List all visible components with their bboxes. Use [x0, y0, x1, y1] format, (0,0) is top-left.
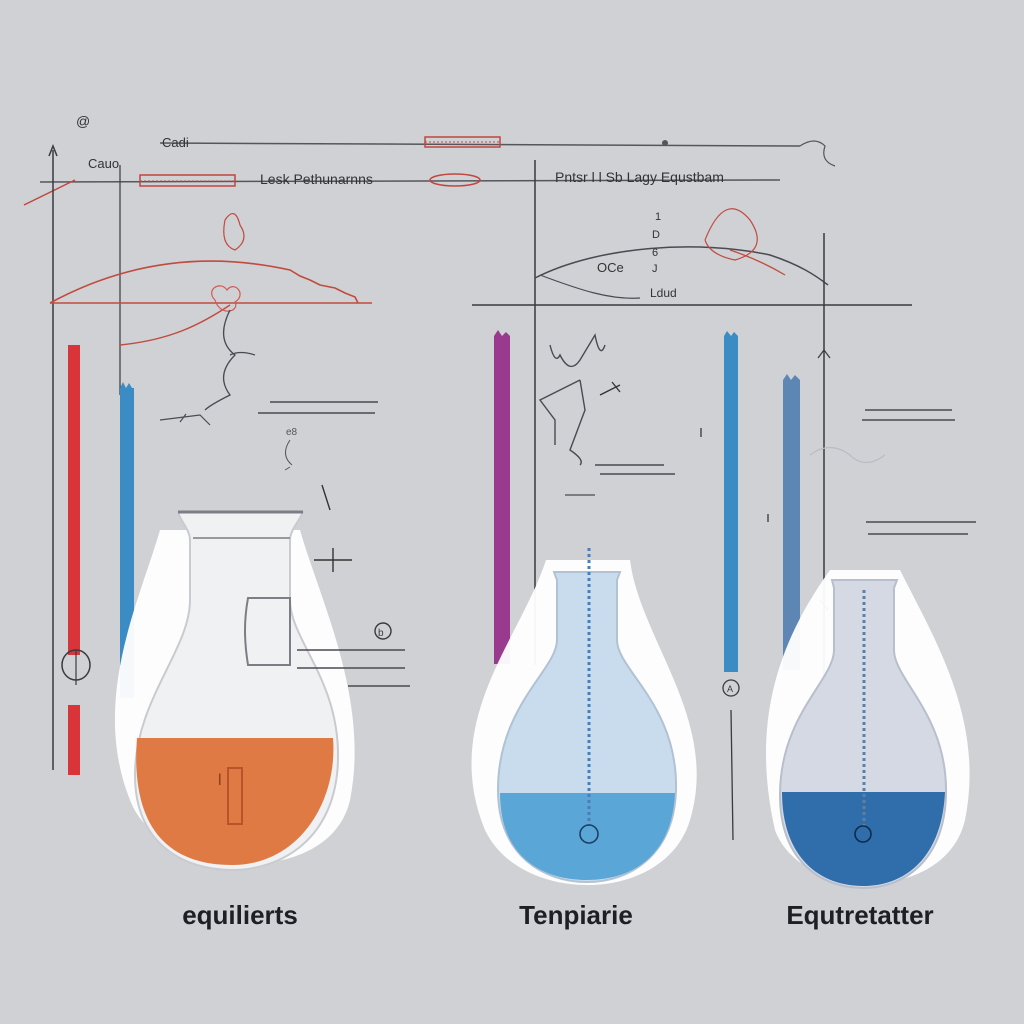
- left-curve: [49, 260, 359, 304]
- caption-middle: Tenpiarie: [519, 900, 633, 930]
- left-tubes: [61, 345, 134, 775]
- flask-light-blue: [471, 548, 697, 886]
- middle-graph: OCe Ldud 1 D 6 J: [472, 160, 912, 665]
- mid-ldud-label: Ldud: [650, 286, 677, 300]
- flask-mark-label: l: [218, 772, 222, 789]
- orange-liquid: [136, 738, 334, 865]
- svg-text:e8: e8: [286, 427, 298, 438]
- top-left-label-a: Cadi: [162, 135, 189, 150]
- svg-text:b: b: [378, 628, 384, 639]
- dark-blue-liquid: [782, 792, 945, 886]
- header-rulers: [23, 136, 836, 206]
- caption-right: Equtretatter: [786, 900, 934, 930]
- flask-dark-blue: [766, 570, 970, 890]
- svg-text:J: J: [652, 263, 658, 275]
- header-left-label: Lesk Pethunarnns: [260, 171, 373, 187]
- red-tube-lower: [68, 705, 80, 775]
- steel-tube: [783, 380, 800, 670]
- caption-left: equilierts: [182, 900, 298, 930]
- svg-text:D: D: [652, 229, 660, 241]
- svg-text:@: @: [76, 113, 90, 129]
- purple-tube: [494, 336, 510, 664]
- light-blue-liquid: [500, 793, 675, 880]
- middle-tubes: A: [494, 330, 740, 841]
- mid-oce-label: OCe: [597, 260, 624, 275]
- right-tubes: [783, 374, 800, 670]
- red-tube-upper: [68, 345, 80, 655]
- top-left-label-b: Cauo: [88, 156, 119, 171]
- flask-orange: l: [114, 510, 355, 872]
- svg-text:6: 6: [652, 247, 658, 259]
- blue-tube-left: [120, 388, 134, 698]
- left-graph: e8: [48, 143, 378, 770]
- svg-text:1: 1: [655, 211, 661, 223]
- blue-tube-middle: [724, 336, 738, 672]
- center-notes: b: [297, 622, 410, 687]
- svg-text:A: A: [727, 684, 733, 694]
- header-right-label: Pntsr l l Sb Lagy Equstbam: [555, 169, 724, 185]
- header-labels: @ Cadi Cauo Lesk Pethunarnns Pntsr l l S…: [76, 113, 724, 187]
